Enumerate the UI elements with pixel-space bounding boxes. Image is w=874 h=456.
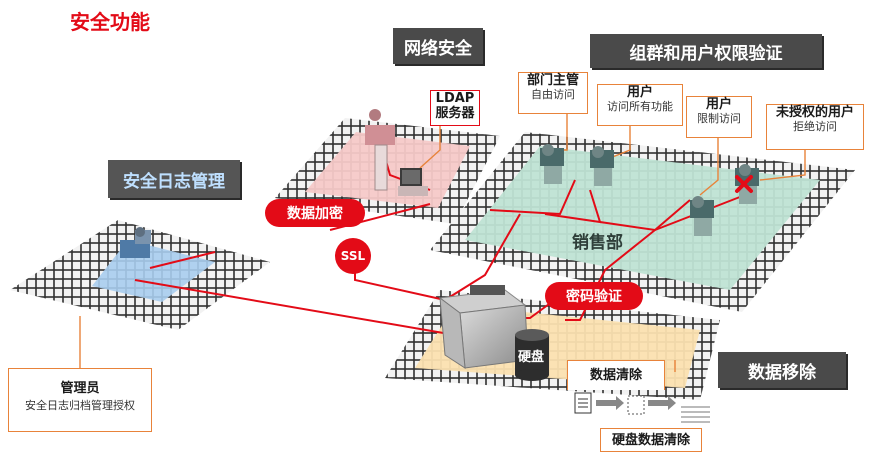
unauthorized-workstation-icon (735, 164, 759, 204)
user-sub: 访问所有功能 (607, 100, 673, 113)
page-title: 安全功能 (70, 10, 150, 34)
user-title: 未授权的用户 (775, 105, 854, 120)
user-title: 部门主管 (526, 73, 579, 88)
data-clear-label: 数据清除 (567, 360, 665, 390)
user-title: 用户 (705, 97, 732, 112)
workstation-icon (540, 144, 564, 184)
workstation-icon (590, 146, 614, 186)
banner-security-log: 安全日志管理 (108, 160, 240, 198)
user-title: 用户 (626, 85, 653, 100)
ldap-line1: LDAP (435, 91, 475, 106)
deny-x-icon (735, 175, 753, 193)
cleared-document-icon (627, 395, 645, 415)
user-label-dept-head: 部门主管 自由访问 (518, 72, 588, 114)
document-icon (574, 392, 592, 414)
user-sub: 拒绝访问 (793, 120, 837, 133)
workstation-icon (120, 227, 151, 258)
user-label-limited: 用户 限制访问 (686, 96, 752, 138)
encryption-pill: 数据加密 (265, 199, 365, 227)
workstation-icon (690, 196, 714, 236)
banner-network-security: 网络安全 (393, 28, 483, 64)
banner-group-auth: 组群和用户权限验证 (590, 34, 822, 68)
mfp-device-icon (438, 285, 529, 369)
arrow-icon (648, 396, 676, 410)
user-sub: 自由访问 (531, 88, 575, 101)
sales-dept-label: 销售部 (572, 233, 623, 253)
admin-label: 管理员 安全日志归档管理授权 (8, 368, 152, 432)
ldap-server-icon (398, 168, 428, 196)
user-label-all-access: 用户 访问所有功能 (597, 84, 683, 126)
hdd-clear-title: 硬盘数据清除 (611, 433, 690, 448)
hard-disk-icon (515, 329, 549, 381)
ldap-line2: 服务器 (435, 106, 475, 121)
workstation-icon (365, 109, 395, 191)
overwritten-data-icon (678, 402, 714, 432)
admin-sub: 安全日志归档管理授权 (25, 399, 135, 412)
user-sub: 限制访问 (697, 112, 741, 125)
banner-data-removal: 数据移除 (718, 352, 846, 388)
arrow-icon (596, 396, 624, 410)
password-pill: 密码验证 (545, 282, 643, 310)
admin-title: 管理员 (60, 381, 100, 396)
data-clear-title: 数据清除 (589, 368, 642, 383)
ssl-pill: SSL (335, 238, 371, 274)
hdd-clear-label: 硬盘数据清除 (600, 428, 702, 452)
user-label-unauthorized: 未授权的用户 拒绝访问 (766, 104, 864, 150)
ldap-label: LDAP 服务器 (430, 90, 480, 126)
hdd-label: 硬盘 (518, 350, 545, 365)
